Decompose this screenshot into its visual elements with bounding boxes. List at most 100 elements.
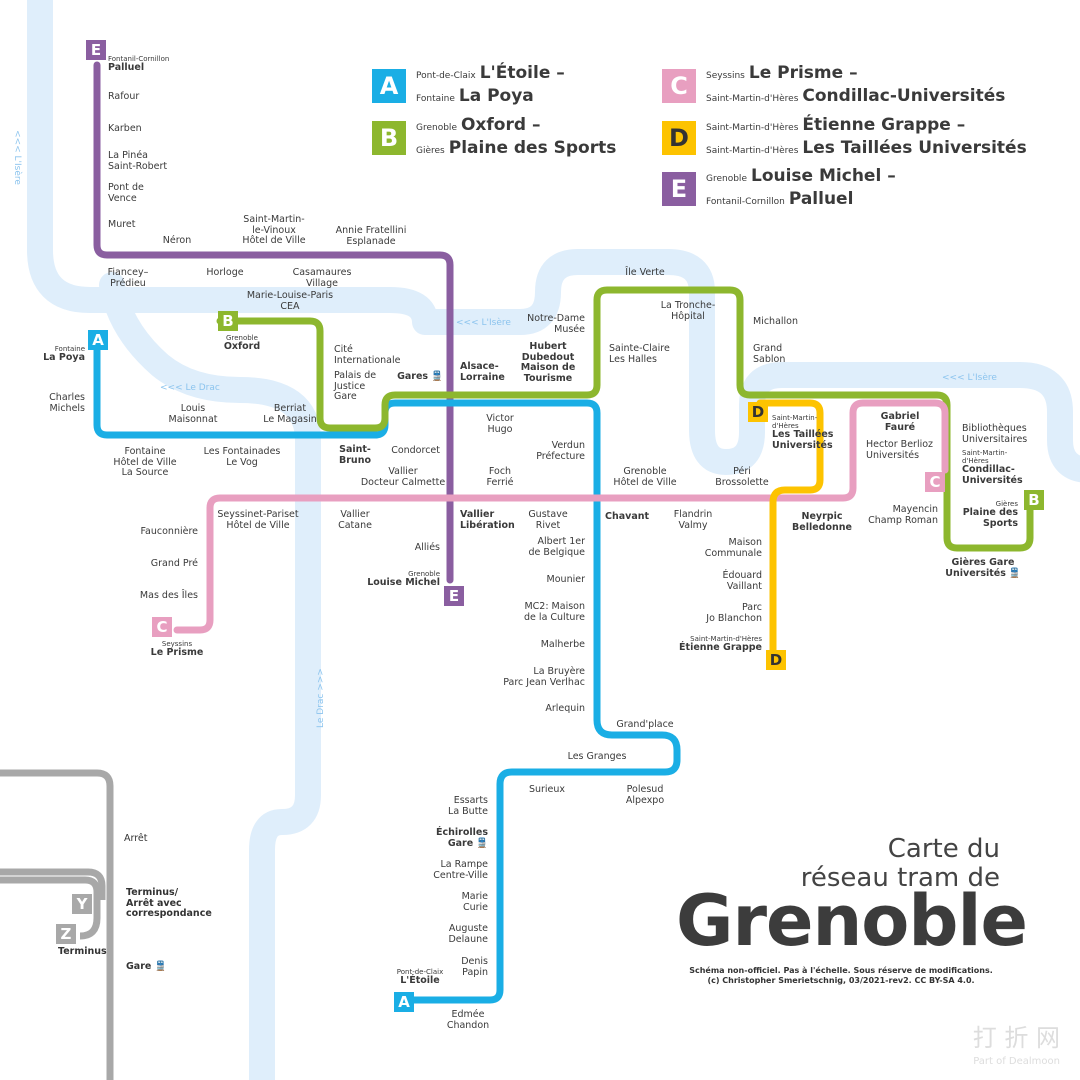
line-e-badge: E — [86, 40, 106, 60]
key-badge-y: Y — [72, 894, 92, 914]
station-name: Charles Michels — [49, 392, 85, 414]
station-name: Le Prisme — [150, 647, 204, 658]
station-name: Condillac- Universités — [962, 464, 1023, 486]
station-vallier-catane: Vallier Catane — [338, 509, 372, 531]
legend-terminus: L'Étoile – — [479, 63, 565, 83]
station-name: Palluel — [108, 62, 145, 73]
station-name: Mayencin Champ Roman — [868, 504, 938, 526]
key-badge-z: Z — [56, 924, 76, 944]
station-name: Gières Gare Universités — [945, 557, 1015, 579]
line-b-badge-east: B — [1024, 490, 1044, 510]
station-hector-berlioz: Hector Berlioz Universités — [866, 439, 933, 461]
station-name: Grenoble Hôtel de Ville — [613, 466, 677, 488]
station-city: Saint-Martin-d'Hères — [690, 635, 762, 643]
station-name: Plaine des Sports — [962, 507, 1018, 529]
line-a-badge-south: A — [394, 992, 414, 1012]
station-la-pinea: La Pinéa Saint-Robert — [108, 150, 167, 172]
legend-key-lines — [0, 769, 114, 1080]
watermark-en: Part of Dealmoon — [973, 1056, 1060, 1067]
station-la-tronche: La Tronche- Hôpital — [660, 300, 716, 322]
station-name: Alliés — [414, 542, 440, 553]
station-city: Fontaine — [54, 345, 85, 353]
station-pont-de-vence: Pont de Vence — [108, 182, 144, 204]
station-name: Oxford — [223, 341, 261, 352]
station-fauconniere: Fauconnière — [140, 526, 198, 538]
station-marie-curie: Marie Curie — [462, 891, 488, 913]
station-flandrin: Flandrin Valmy — [674, 509, 713, 531]
station-name: MC2: Maison de la Culture — [524, 601, 585, 623]
station-albert: Albert 1er de Belgique — [528, 536, 585, 558]
station-name: Échirolles Gare — [436, 827, 488, 849]
station-fontaine-hdv: Fontaine Hôtel de Ville La Source — [113, 446, 176, 479]
station-berriat: Berriat Le Magasin — [263, 403, 316, 425]
station-casamaures: Casamaures Village — [292, 267, 352, 289]
station-name: La Poya — [43, 352, 85, 363]
station-mc2: MC2: Maison de la Culture — [524, 601, 585, 623]
station-name: Mas des Îles — [139, 590, 198, 601]
station-charles-michels: Charles Michels — [49, 392, 85, 414]
station-name: Vallier Libération — [460, 509, 515, 531]
station-name: Les Taillées Universités — [772, 429, 834, 451]
river-label-drac: Le Drac >>> — [316, 668, 326, 728]
station-name: Les Granges — [567, 751, 627, 762]
station-echirolles-gare: Échirolles Gare🚆 — [436, 827, 488, 849]
line-b — [216, 286, 1034, 552]
station-name: Chavant — [605, 511, 650, 522]
legend-terminus: Étienne Grappe – — [802, 115, 966, 135]
station-name: Île Verte — [625, 267, 665, 278]
legend-terminus: La Poya — [458, 86, 534, 106]
station-name: Sainte-Claire Les Halles — [609, 343, 670, 365]
legend-terminus: Palluel — [788, 189, 854, 209]
station-name: Fiancey– Prédieu — [107, 267, 149, 289]
train-icon: 🚆 — [154, 961, 167, 972]
station-arlequin: Arlequin — [545, 703, 585, 715]
station-la-rampe: La Rampe Centre-Ville — [433, 859, 488, 881]
line-a-badge: A — [88, 330, 108, 350]
station-city: Seyssins — [161, 640, 193, 648]
station-name: Gabriel Fauré — [880, 411, 920, 433]
station-gabriel-faure: Gabriel Fauré — [880, 411, 920, 433]
station-name: Casamaures Village — [292, 267, 352, 289]
station-name: Annie Fratellini Esplanade — [335, 225, 407, 247]
title-line1: Carte du — [887, 834, 1000, 864]
station-name: Horloge — [206, 267, 244, 278]
river-label-drac: <<< Le Drac — [160, 383, 220, 393]
station-ile-verte: Île Verte — [625, 267, 665, 279]
line-c — [173, 399, 949, 634]
station-grand-sablon: Grand Sablon — [753, 343, 785, 365]
station-name: Denis Papin — [461, 956, 488, 978]
station-name: Saint-Martin- le-Vinoux Hôtel de Ville — [242, 214, 306, 246]
station-name: Albert 1er de Belgique — [528, 536, 585, 558]
station-malherbe: Malherbe — [540, 639, 585, 651]
line-e — [93, 61, 454, 584]
legend-city: Saint-Martin-d'Hères — [706, 94, 799, 104]
station-palais-justice: Palais de Justice Gare — [334, 370, 376, 403]
station-name: Bibliothèques Universitaires — [962, 423, 1028, 445]
station-muret: Muret — [108, 219, 136, 231]
station-city: Saint-Martin- d'Hères — [962, 449, 1008, 465]
station-essarts: Essarts La Butte — [448, 795, 488, 817]
station-name: Malherbe — [540, 639, 585, 650]
station-alsace-lorraine: Alsace- Lorraine — [460, 361, 505, 383]
station-name: Michallon — [753, 316, 799, 327]
legend-city: Fontaine — [416, 94, 455, 104]
station-name: Parc Jo Blanchon — [706, 602, 762, 624]
legend-badge-c: C — [662, 69, 696, 103]
station-maison-communale: Maison Communale — [705, 537, 762, 559]
station-name: Muret — [108, 219, 136, 230]
station-name: Condorcet — [391, 445, 440, 456]
station-la-bruyere: La Bruyère Parc Jean Verlhac — [503, 666, 585, 688]
station-city: Gières — [995, 500, 1018, 508]
legend-terminus: Condillac-Universités — [802, 86, 1006, 106]
station-name: La Tronche- Hôpital — [660, 300, 716, 322]
station-rafour: Rafour — [108, 91, 139, 103]
